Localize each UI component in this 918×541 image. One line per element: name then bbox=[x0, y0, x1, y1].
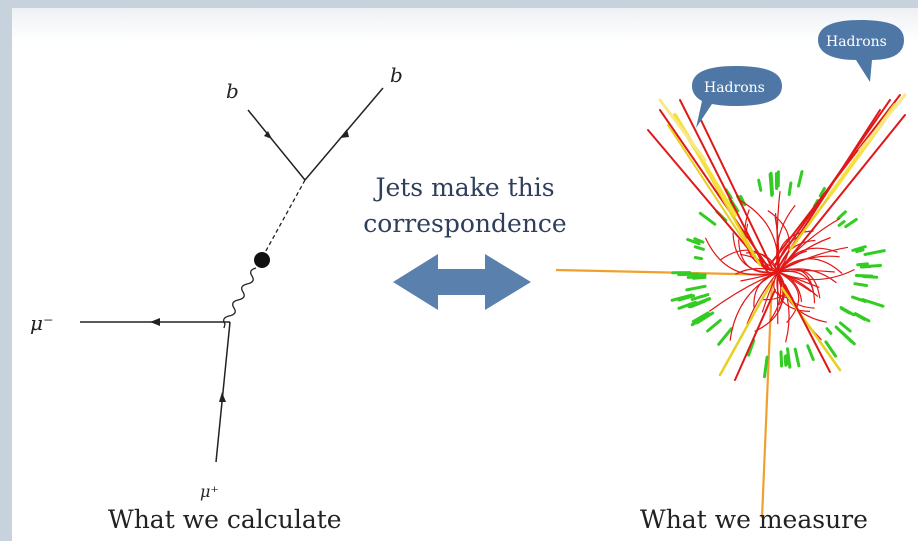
calorimeter-hit bbox=[763, 355, 769, 379]
b-left-arrow bbox=[264, 131, 272, 139]
calorimeter-hit bbox=[698, 211, 717, 226]
correspondence-text-line1: Jets make this bbox=[375, 173, 555, 202]
calorimeter-hit bbox=[797, 170, 804, 188]
calorimeter-hit bbox=[786, 347, 792, 369]
calorimeter-hit bbox=[825, 327, 833, 335]
calorimeter-hit bbox=[783, 355, 788, 367]
calorimeter-hit bbox=[706, 318, 722, 333]
caption-measure: What we measure bbox=[640, 505, 868, 534]
muon-plus-arrow bbox=[219, 392, 226, 402]
jet-bottom bbox=[718, 283, 842, 381]
particle-tracks bbox=[704, 191, 855, 343]
calorimeter-hit bbox=[851, 295, 867, 303]
window-frame-left bbox=[0, 0, 12, 541]
calorimeter-hit bbox=[686, 238, 701, 246]
particle-track bbox=[732, 232, 779, 273]
double-arrow bbox=[393, 254, 531, 310]
calorimeter-hit bbox=[854, 313, 866, 321]
b-right-arrow bbox=[340, 129, 349, 138]
calorimeter-hit bbox=[806, 344, 815, 361]
calorimeter-hit bbox=[855, 248, 865, 253]
hadrons-bubble-left: Hadrons bbox=[692, 66, 782, 128]
calorimeter-hit bbox=[769, 171, 774, 196]
particle-track bbox=[777, 258, 843, 274]
calorimeter-hit bbox=[863, 249, 886, 256]
calorimeter-hit bbox=[693, 256, 703, 261]
calorimeter-hit bbox=[717, 327, 733, 346]
particle-track bbox=[777, 271, 803, 302]
calorimeter-hit bbox=[690, 294, 704, 301]
calorimeter-hit bbox=[860, 265, 872, 269]
calorimeter-hit bbox=[853, 282, 868, 287]
caption-calculate: What we calculate bbox=[108, 505, 342, 534]
particle-track bbox=[729, 271, 779, 341]
beam-line-left bbox=[555, 268, 781, 277]
particle-track bbox=[777, 270, 816, 304]
calorimeter-hit bbox=[787, 181, 793, 196]
calorimeter-hits bbox=[670, 170, 886, 379]
calorimeter-hit bbox=[838, 321, 852, 333]
calorimeter-hit bbox=[779, 350, 784, 368]
calorimeter-hit bbox=[693, 237, 705, 244]
hadrons-label-left: Hadrons bbox=[704, 80, 765, 96]
particle-track bbox=[704, 237, 779, 276]
label-b-right: b bbox=[390, 63, 403, 87]
muon-plus-line bbox=[215, 321, 231, 463]
particle-track bbox=[738, 198, 779, 273]
calorimeter-hit bbox=[840, 306, 851, 315]
higgs-dashed-line bbox=[261, 179, 306, 259]
calorimeter-hit bbox=[836, 210, 847, 220]
calorimeter-hit bbox=[685, 284, 707, 292]
b-quark-line-left bbox=[247, 109, 306, 181]
calorimeter-hit bbox=[757, 178, 763, 192]
vertex-blob bbox=[254, 252, 270, 268]
calorimeter-hit bbox=[691, 275, 707, 280]
calorimeter-hit bbox=[856, 262, 869, 267]
particle-track bbox=[746, 271, 779, 325]
calorimeter-hit bbox=[670, 293, 694, 302]
calorimeter-hit bbox=[693, 245, 705, 251]
particle-track bbox=[777, 271, 800, 324]
label-muon-minus: μ⁻ bbox=[30, 311, 54, 335]
label-muon-plus: μ⁺ bbox=[200, 482, 219, 501]
feynman-diagram: b b μ⁻ μ⁺ bbox=[30, 63, 403, 501]
label-b-left: b bbox=[226, 79, 239, 103]
calorimeter-hit bbox=[862, 275, 879, 279]
jet-right bbox=[771, 93, 907, 271]
hadrons-bubble-right: Hadrons bbox=[818, 20, 904, 82]
calorimeter-hit bbox=[793, 347, 801, 368]
calorimeter-hit bbox=[677, 300, 697, 310]
calorimeter-hit bbox=[840, 331, 856, 346]
hadrons-label-right: Hadrons bbox=[826, 34, 887, 50]
calorimeter-hit bbox=[688, 297, 712, 309]
calorimeter-hit bbox=[851, 245, 867, 252]
calorimeter-hit bbox=[690, 314, 708, 327]
window-frame-top bbox=[0, 0, 918, 8]
calorimeter-hit bbox=[691, 311, 710, 324]
calorimeter-hit bbox=[818, 187, 826, 198]
correspondence-text-line2: correspondence bbox=[363, 209, 567, 238]
muon-minus-arrow bbox=[150, 318, 160, 326]
event-display bbox=[555, 93, 907, 519]
jet-left bbox=[647, 98, 773, 273]
calorimeter-hit bbox=[844, 218, 858, 229]
calorimeter-hit bbox=[824, 340, 838, 358]
calorimeter-hit bbox=[837, 220, 846, 227]
calorimeter-hit bbox=[747, 338, 756, 357]
photon-wavy-line bbox=[223, 267, 257, 329]
particle-track bbox=[777, 268, 821, 299]
